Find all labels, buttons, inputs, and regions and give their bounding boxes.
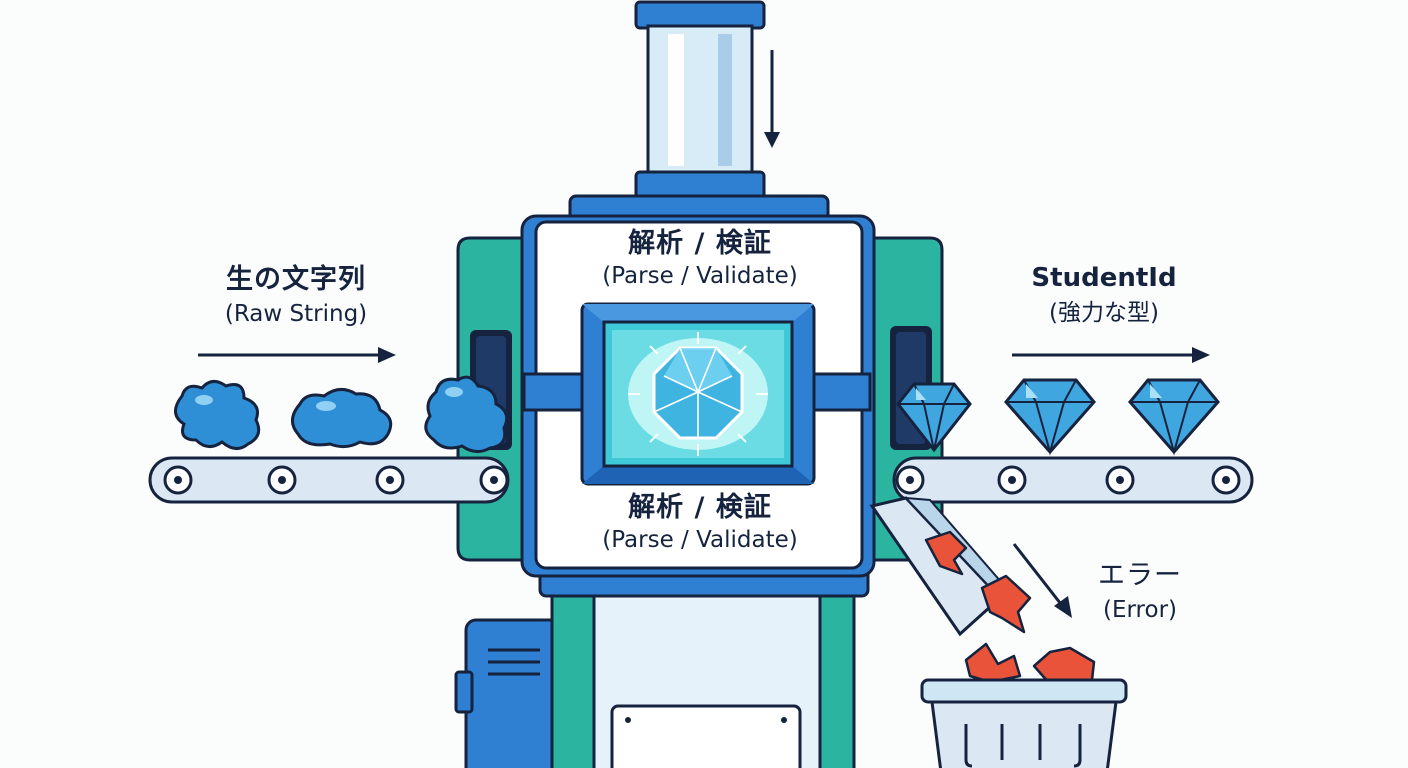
gem-2 [1004, 378, 1096, 456]
machine-label-top: 解析 / 検証 (Parse / Validate) [560, 228, 840, 289]
error-label-en: (Error) [1102, 597, 1177, 624]
input-arrow [198, 347, 396, 363]
output-label: StudentId (強力な型) [1004, 263, 1204, 326]
input-label: 生の文字列 (Raw String) [196, 264, 396, 327]
machine-base [454, 566, 870, 768]
machine-label-top-en: (Parse / Validate) [602, 263, 798, 290]
input-label-en: (Raw String) [224, 301, 368, 328]
raw-blob-3 [424, 375, 509, 453]
raw-blob-2 [291, 388, 393, 449]
output-label-en: StudentId [1031, 263, 1177, 293]
machine-panel [520, 214, 876, 578]
machine-label-bottom-ja: 解析 / 検証 [628, 492, 772, 523]
trash-bin [920, 678, 1128, 768]
error-label-ja: エラー [1098, 560, 1182, 591]
central-gem [652, 346, 744, 440]
error-label: エラー (Error) [1080, 560, 1200, 623]
down-arrow [764, 50, 780, 148]
machine-label-bottom-en: (Parse / Validate) [602, 527, 798, 554]
machine-label-bottom: 解析 / 検証 (Parse / Validate) [560, 492, 840, 553]
input-conveyor [148, 456, 510, 504]
output-conveyor [892, 456, 1254, 504]
error-shards [924, 530, 1096, 686]
output-label-ja: (強力な型) [1049, 299, 1159, 326]
input-label-ja: 生の文字列 [226, 264, 366, 295]
raw-blob-1 [174, 380, 261, 450]
output-arrow [1012, 347, 1210, 363]
piston [568, 0, 830, 222]
gem-1 [896, 382, 972, 453]
error-arrow [1012, 543, 1072, 618]
gem-3 [1128, 378, 1220, 456]
machine-label-top-ja: 解析 / 検証 [628, 228, 772, 259]
